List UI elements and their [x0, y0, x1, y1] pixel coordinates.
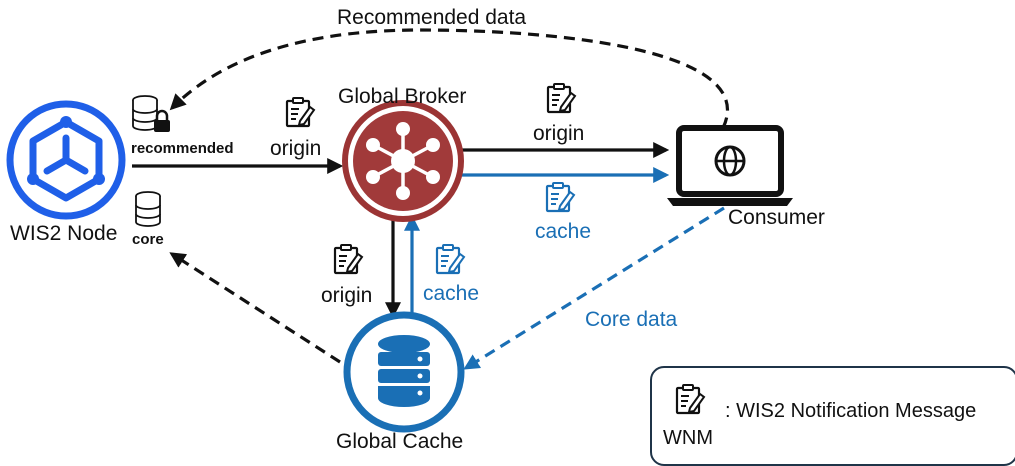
- wis2-logo-icon: [6, 100, 126, 220]
- database-lock-icon: [132, 95, 170, 132]
- message-clipboard-icon: [333, 243, 364, 275]
- core-data-label: Core data: [585, 308, 678, 331]
- message-clipboard-icon: [285, 96, 316, 128]
- broker-hub-icon: [342, 100, 464, 222]
- broker-to-cache-label: origin: [321, 284, 373, 307]
- cache-to-core-arrow: [169, 252, 341, 364]
- node-to-broker-label: origin: [270, 137, 322, 160]
- global-broker-label: Global Broker: [338, 85, 467, 108]
- laptop-globe-icon: [667, 125, 793, 206]
- broker-to-consumer-origin-label: origin: [533, 122, 585, 145]
- legend-abbreviation: WNM: [663, 427, 713, 449]
- recommended-storage-label: recommended: [131, 140, 234, 157]
- consumer-label: Consumer: [728, 206, 825, 229]
- message-clipboard-icon: [546, 82, 577, 114]
- global-cache-label: Global Cache: [336, 430, 464, 453]
- core-storage-label: core: [132, 231, 164, 248]
- cache-database-icon: [343, 311, 465, 433]
- recommended-data-label: Recommended data: [337, 6, 527, 29]
- message-clipboard-icon: [545, 181, 576, 213]
- message-clipboard-icon: [435, 243, 466, 275]
- core-data-arrow: [463, 206, 725, 370]
- database-icon: [135, 191, 161, 227]
- wis2-node-label: WIS2 Node: [10, 222, 118, 245]
- legend-description: : WIS2 Notification Message: [725, 400, 977, 422]
- recommended-data-arrow: [169, 28, 729, 129]
- cache-to-broker-label: cache: [423, 282, 480, 305]
- broker-to-consumer-cache-label: cache: [535, 220, 592, 243]
